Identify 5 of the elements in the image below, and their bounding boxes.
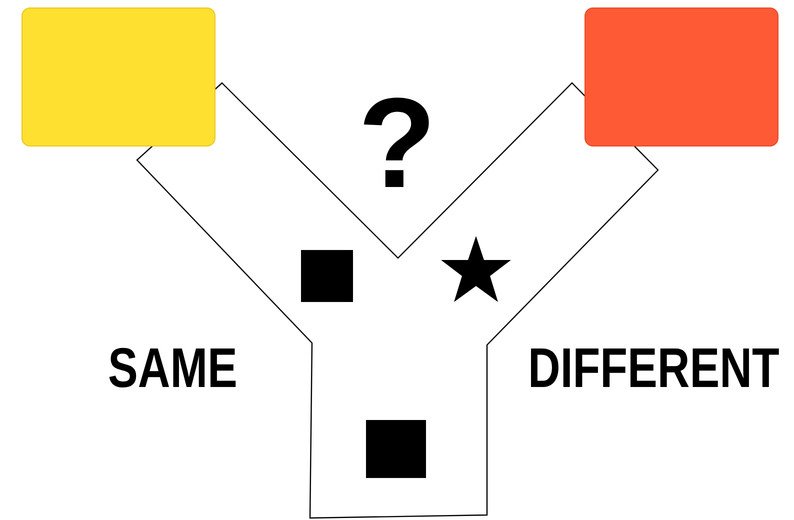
answer-label: DIFFERENT bbox=[528, 340, 780, 396]
answer-label: SAME bbox=[108, 340, 238, 396]
color-card bbox=[584, 8, 778, 146]
color-card bbox=[22, 8, 216, 146]
question-mark: ? bbox=[358, 80, 436, 208]
